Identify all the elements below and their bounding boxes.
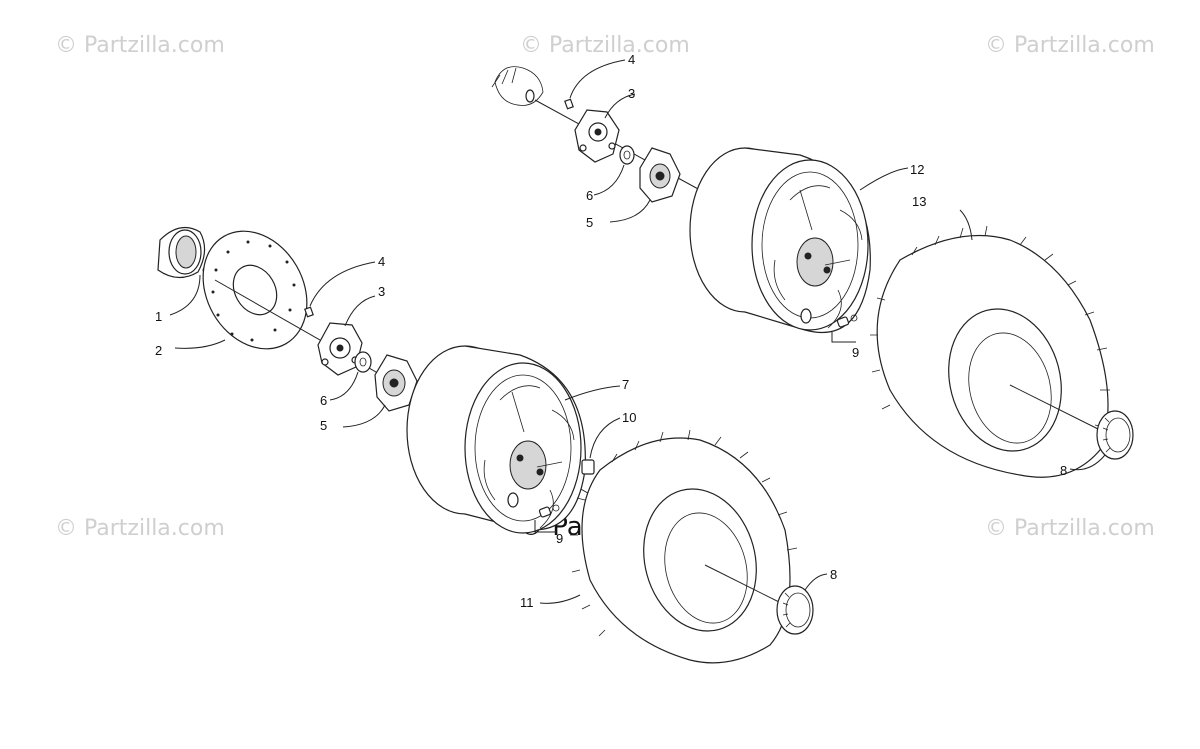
callout-4-right: 4 (628, 52, 635, 67)
part-5-right-flange (609, 147, 681, 223)
rear-axle-stub (491, 66, 544, 106)
callout-1: 1 (155, 309, 162, 324)
callout-8-left: 8 (830, 567, 837, 582)
callout-9-left: 9 (556, 531, 563, 546)
watermark-top-center: © Partzilla.com (520, 33, 690, 58)
part-7-front-rim (406, 345, 621, 534)
watermark-bottom-left: © Partzilla.com (55, 516, 225, 541)
callout-10: 10 (622, 410, 636, 425)
watermark-top-right: © Partzilla.com (985, 33, 1155, 58)
callout-9-right: 9 (852, 345, 859, 360)
callout-6-left: 6 (320, 393, 327, 408)
part-6-right-bearing (593, 145, 635, 196)
part-4-left-bolt (304, 261, 376, 318)
callout-2: 2 (155, 343, 162, 358)
callout-6-right: 6 (586, 188, 593, 203)
part-8-left-cap (776, 573, 828, 635)
part-9-right-valve (831, 314, 858, 343)
part-1-drum (157, 226, 210, 316)
callout-5-right: 5 (586, 215, 593, 230)
callout-3-left: 3 (378, 284, 385, 299)
part-4-right-bolt (564, 59, 626, 110)
callout-labels: 4 3 6 5 12 13 9 8 4 3 1 2 6 5 7 10 9 11 … (155, 52, 1067, 610)
part-10-lug-nut (581, 417, 621, 475)
watermark-bottom-right: © Partzilla.com (985, 516, 1155, 541)
callout-5-left: 5 (320, 418, 327, 433)
part-5-left-flange (342, 354, 418, 428)
part-12-rear-rim (689, 147, 909, 334)
part-11-front-tire (539, 429, 800, 664)
callout-11: 11 (520, 595, 534, 610)
callout-7: 7 (622, 377, 629, 392)
callout-4-left: 4 (378, 254, 385, 269)
callout-3-right: 3 (628, 86, 635, 101)
callout-13: 13 (912, 194, 926, 209)
part-13-rear-tire (870, 209, 1110, 478)
part-6-left-bearing (329, 351, 372, 401)
part-3-right-hub (574, 93, 636, 163)
callout-12: 12 (910, 162, 924, 177)
callout-8-right: 8 (1060, 463, 1067, 478)
part-9-left-valve (534, 504, 560, 533)
watermark-top-left: © Partzilla.com (55, 33, 225, 58)
part-2-brake-disc (174, 230, 308, 350)
part-8-right-cap (1069, 410, 1134, 471)
